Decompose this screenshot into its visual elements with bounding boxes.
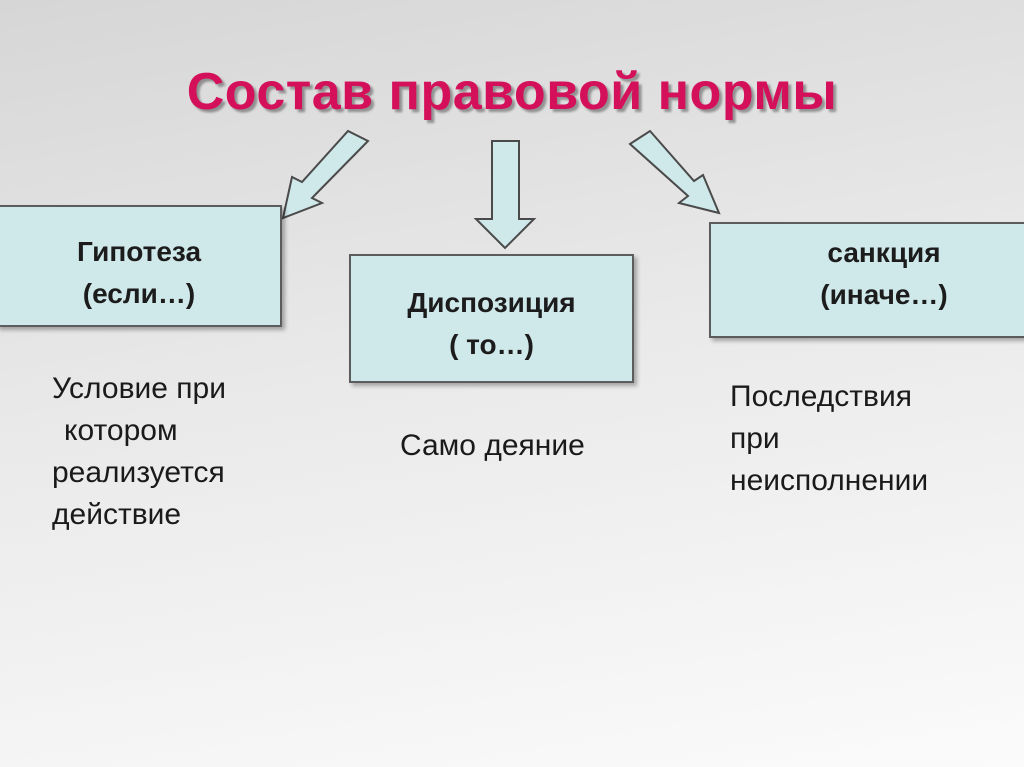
sanction-description: Последствия при неисполнении — [730, 376, 928, 502]
arrow-down-icon — [473, 140, 537, 250]
sanction-label: санкция — [827, 237, 941, 268]
hypothesis-sub: (если…) — [82, 278, 196, 309]
description-line: Само деяние — [400, 429, 585, 462]
description-line: при — [730, 422, 780, 455]
disposition-label: Диспозиция — [407, 287, 576, 318]
disposition-sub: ( то…) — [449, 329, 534, 360]
disposition-description: Само деяние — [400, 425, 585, 467]
arrow-left-icon — [281, 129, 370, 220]
sanction-box: санкция (иначе…) — [709, 222, 1024, 338]
description-line: Условие при — [52, 372, 226, 405]
hypothesis-box: Гипотеза (если…) — [0, 205, 282, 327]
diagram-title: Состав правовой нормы — [186, 63, 838, 121]
hypothesis-label: Гипотеза — [76, 236, 202, 267]
sanction-sub: (иначе…) — [820, 279, 948, 310]
disposition-box: Диспозиция ( то…) — [349, 254, 634, 383]
description-line: Последствия — [730, 380, 912, 413]
description-line: неисполнении — [730, 464, 929, 497]
arrow-right-icon — [628, 129, 721, 215]
description-line: действие — [52, 498, 182, 531]
description-line: реализуется — [52, 456, 225, 489]
hypothesis-description: Условие при котором реализуется действие — [52, 368, 226, 536]
description-line: котором — [64, 414, 178, 447]
